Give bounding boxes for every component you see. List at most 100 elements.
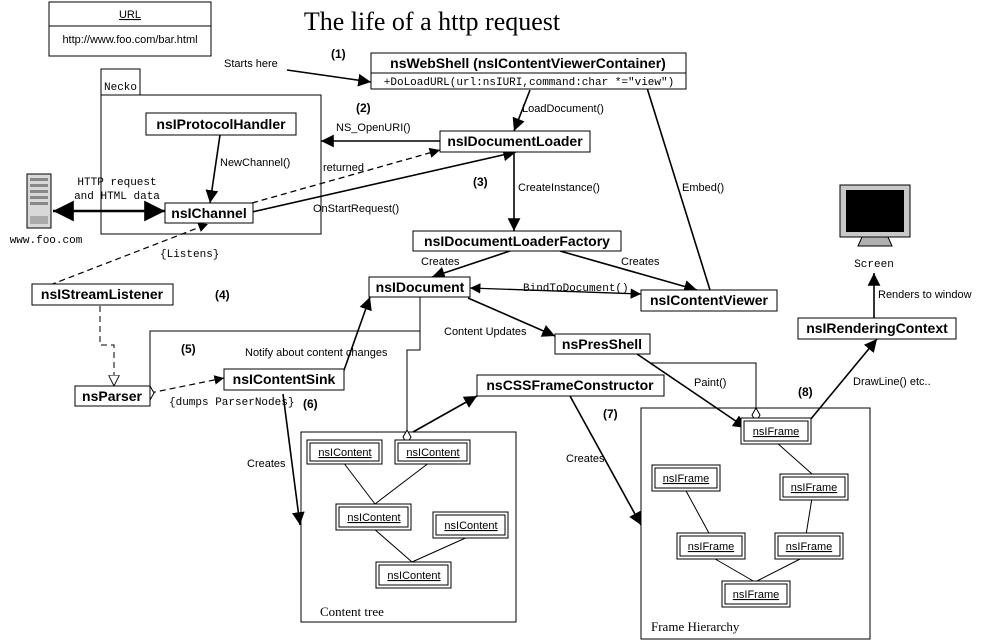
edge-on-start-request bbox=[251, 148, 517, 213]
edge-notify bbox=[342, 296, 372, 374]
rendering-context-box: nsIRenderingContext bbox=[797, 317, 957, 340]
edge-listens bbox=[49, 222, 209, 286]
svg-text:nsIFrame: nsIFrame bbox=[786, 541, 832, 553]
edge-content-updates bbox=[467, 297, 556, 337]
url-legend-header: URL bbox=[119, 9, 141, 21]
svg-text:nsIContent: nsIContent bbox=[387, 570, 440, 582]
channel-box: nsIChannel bbox=[164, 202, 254, 224]
step-number: (1) bbox=[331, 47, 346, 61]
frame-tree-edge bbox=[775, 441, 813, 475]
pres-shell-box: nsPresShell bbox=[554, 333, 651, 355]
creates-viewer-label: Creates bbox=[621, 256, 660, 268]
notify-label: Notify about content changes bbox=[245, 347, 388, 359]
loader-factory-box: nsIDocumentLoaderFactory bbox=[412, 230, 622, 252]
step-number: (6) bbox=[303, 397, 318, 411]
protocol-handler-box: nsIProtocolHandler bbox=[145, 112, 297, 136]
edge-dumps bbox=[149, 375, 225, 394]
loader-factory-label: nsIDocumentLoaderFactory bbox=[424, 233, 610, 249]
creates-content-label: Creates bbox=[247, 458, 286, 470]
edge-document-content bbox=[402, 331, 421, 446]
paint-label: Paint() bbox=[694, 377, 726, 389]
url-legend: URL http://www.foo.com/bar.html bbox=[48, 1, 212, 57]
content-tree-edge bbox=[372, 527, 413, 563]
content-tree-label: Content tree bbox=[320, 604, 384, 619]
webshell-method: +DoLoadURL(url:nsIURI,command:char *="vi… bbox=[384, 77, 674, 89]
content-viewer-box: nsIContentViewer bbox=[640, 289, 778, 312]
svg-text:nsIContent: nsIContent bbox=[444, 520, 497, 532]
dumps-label: {dumps ParserNodes} bbox=[169, 397, 294, 409]
new-channel-label: NewChannel() bbox=[220, 157, 290, 169]
svg-text:nsIFrame: nsIFrame bbox=[733, 589, 779, 601]
step-number: (8) bbox=[798, 385, 813, 399]
content-tree-edge bbox=[411, 535, 471, 563]
edge-presshell-frames bbox=[650, 362, 761, 424]
content-node: nsIContent bbox=[375, 561, 452, 589]
creates-frames-label: Creates bbox=[566, 453, 605, 465]
frame-tree-edge bbox=[684, 488, 711, 536]
edge-paint bbox=[636, 353, 747, 429]
html-data-label: and HTML data bbox=[74, 191, 160, 203]
content-viewer-label: nsIContentViewer bbox=[650, 292, 769, 308]
frame-hierarchy-label: Frame Hierarchy bbox=[651, 619, 740, 634]
on-start-request-label: OnStartRequest() bbox=[313, 203, 399, 215]
listens-label: {Listens} bbox=[160, 249, 219, 261]
svg-text:nsIFrame: nsIFrame bbox=[791, 482, 837, 494]
content-updates-label: Content Updates bbox=[444, 326, 527, 338]
ns-openuri-label: NS_OpenURI() bbox=[336, 122, 411, 134]
edge-content-to-constructor bbox=[412, 395, 478, 433]
drawline-label: DrawLine() etc.. bbox=[853, 376, 931, 388]
edge-creates-content bbox=[282, 393, 305, 526]
edge-parser-document bbox=[145, 297, 421, 402]
frame-node: nsIFrame bbox=[774, 532, 844, 560]
edge-creates-document bbox=[431, 250, 511, 280]
edge-returned bbox=[251, 147, 441, 204]
step-number: (7) bbox=[603, 407, 618, 421]
url-legend-value: http://www.foo.com/bar.html bbox=[62, 34, 197, 46]
parser-label: nsParser bbox=[82, 388, 142, 404]
load-document-label: LoadDocument() bbox=[522, 103, 604, 115]
content-tree-edge bbox=[342, 461, 376, 505]
step-number: (2) bbox=[356, 101, 371, 115]
rendering-context-label: nsIRenderingContext bbox=[806, 320, 948, 336]
edge-new-channel bbox=[205, 134, 221, 204]
screen-monitor-icon bbox=[839, 184, 911, 247]
content-node: nsIContent bbox=[394, 439, 471, 465]
embed-label: Embed() bbox=[682, 182, 724, 194]
content-node: nsIContent bbox=[432, 511, 509, 539]
create-instance-label: CreateInstance() bbox=[518, 182, 600, 194]
frame-node: nsIFrame bbox=[651, 464, 721, 492]
pres-shell-label: nsPresShell bbox=[562, 336, 642, 352]
frame-node: nsIFrame bbox=[721, 580, 791, 608]
svg-text:nsIFrame: nsIFrame bbox=[688, 541, 734, 553]
content-sink-label: nsIContentSink bbox=[233, 371, 336, 387]
channel-label: nsIChannel bbox=[171, 205, 246, 221]
svg-text:nsIContent: nsIContent bbox=[406, 447, 459, 459]
server-hostname: www.foo.com bbox=[10, 235, 83, 247]
content-node: nsIContent bbox=[335, 503, 412, 531]
edge-creates-viewer bbox=[559, 250, 698, 293]
parser-box: nsParser bbox=[74, 385, 151, 407]
edge-bind-to-document bbox=[469, 283, 642, 299]
webshell-box: nsWebShell (nsIContentViewerContainer) +… bbox=[370, 52, 687, 90]
edge-embed bbox=[640, 74, 711, 291]
webshell-label: nsWebShell (nsIContentViewerContainer) bbox=[390, 55, 666, 71]
css-frame-constructor-label: nsCSSFrameConstructor bbox=[486, 377, 654, 393]
stream-listener-box: nsIStreamListener bbox=[31, 283, 174, 306]
edge-starts-here bbox=[286, 69, 372, 87]
step-number: (3) bbox=[473, 175, 488, 189]
starts-here-label: Starts here bbox=[224, 58, 278, 70]
http-request-label: HTTP request bbox=[77, 177, 156, 189]
step-number: (4) bbox=[215, 288, 230, 302]
document-box: nsIDocument bbox=[368, 276, 471, 298]
edge-load-document bbox=[512, 89, 531, 132]
creates-document-label: Creates bbox=[421, 256, 460, 268]
frame-tree-edge bbox=[709, 555, 756, 583]
stream-listener-label: nsIStreamListener bbox=[41, 286, 164, 302]
content-tree-edge bbox=[374, 461, 431, 505]
svg-text:nsIContent: nsIContent bbox=[318, 447, 371, 459]
document-loader-label: nsIDocumentLoader bbox=[447, 133, 583, 149]
server-computer-icon bbox=[26, 173, 52, 229]
svg-text:nsIFrame: nsIFrame bbox=[753, 426, 799, 438]
frame-tree-edge bbox=[754, 555, 807, 583]
